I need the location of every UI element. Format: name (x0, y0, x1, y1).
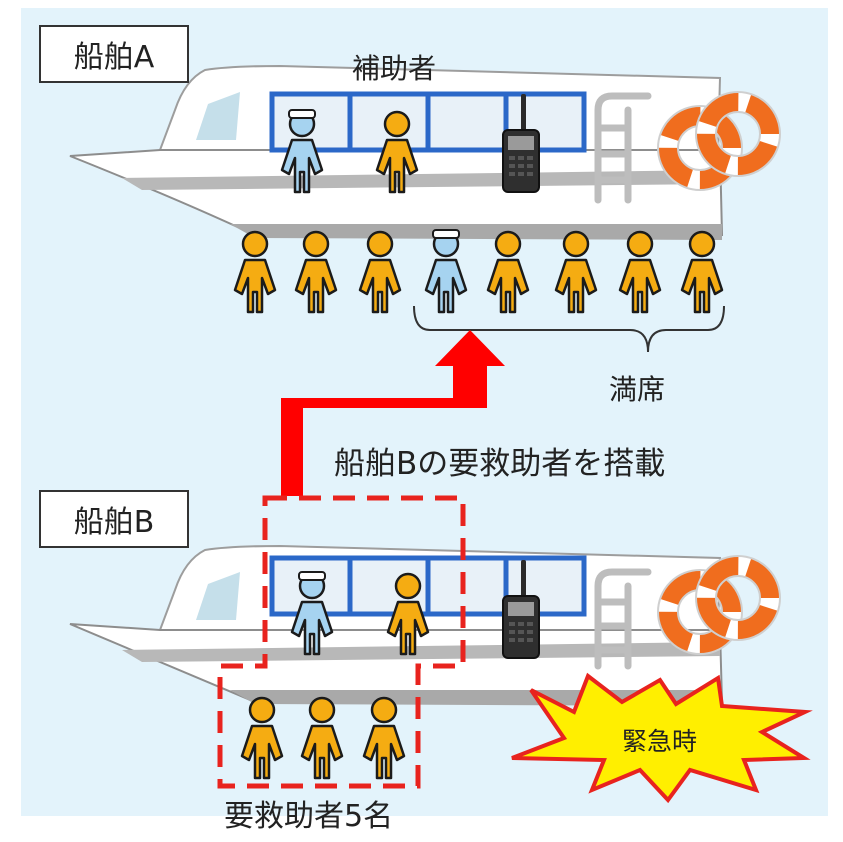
transfer-label: 船舶Bの要救助者を搭載 (334, 446, 666, 482)
rescuees-dashed-outline (217, 495, 466, 789)
transfer-arrow (281, 330, 505, 496)
full-seats-brace (413, 305, 725, 353)
ship-b (69, 544, 780, 780)
full-seats-label: 満席 (609, 373, 666, 406)
rescuees-label: 要救助者5名 (224, 799, 394, 834)
emergency-burst (511, 672, 813, 804)
assistant-label: 補助者 (352, 52, 437, 85)
ship-a (69, 64, 780, 353)
ship-a-label: 船舶A (39, 25, 189, 83)
emergency-label: 緊急時 (622, 727, 698, 756)
ship-b-label: 船舶B (39, 490, 189, 548)
